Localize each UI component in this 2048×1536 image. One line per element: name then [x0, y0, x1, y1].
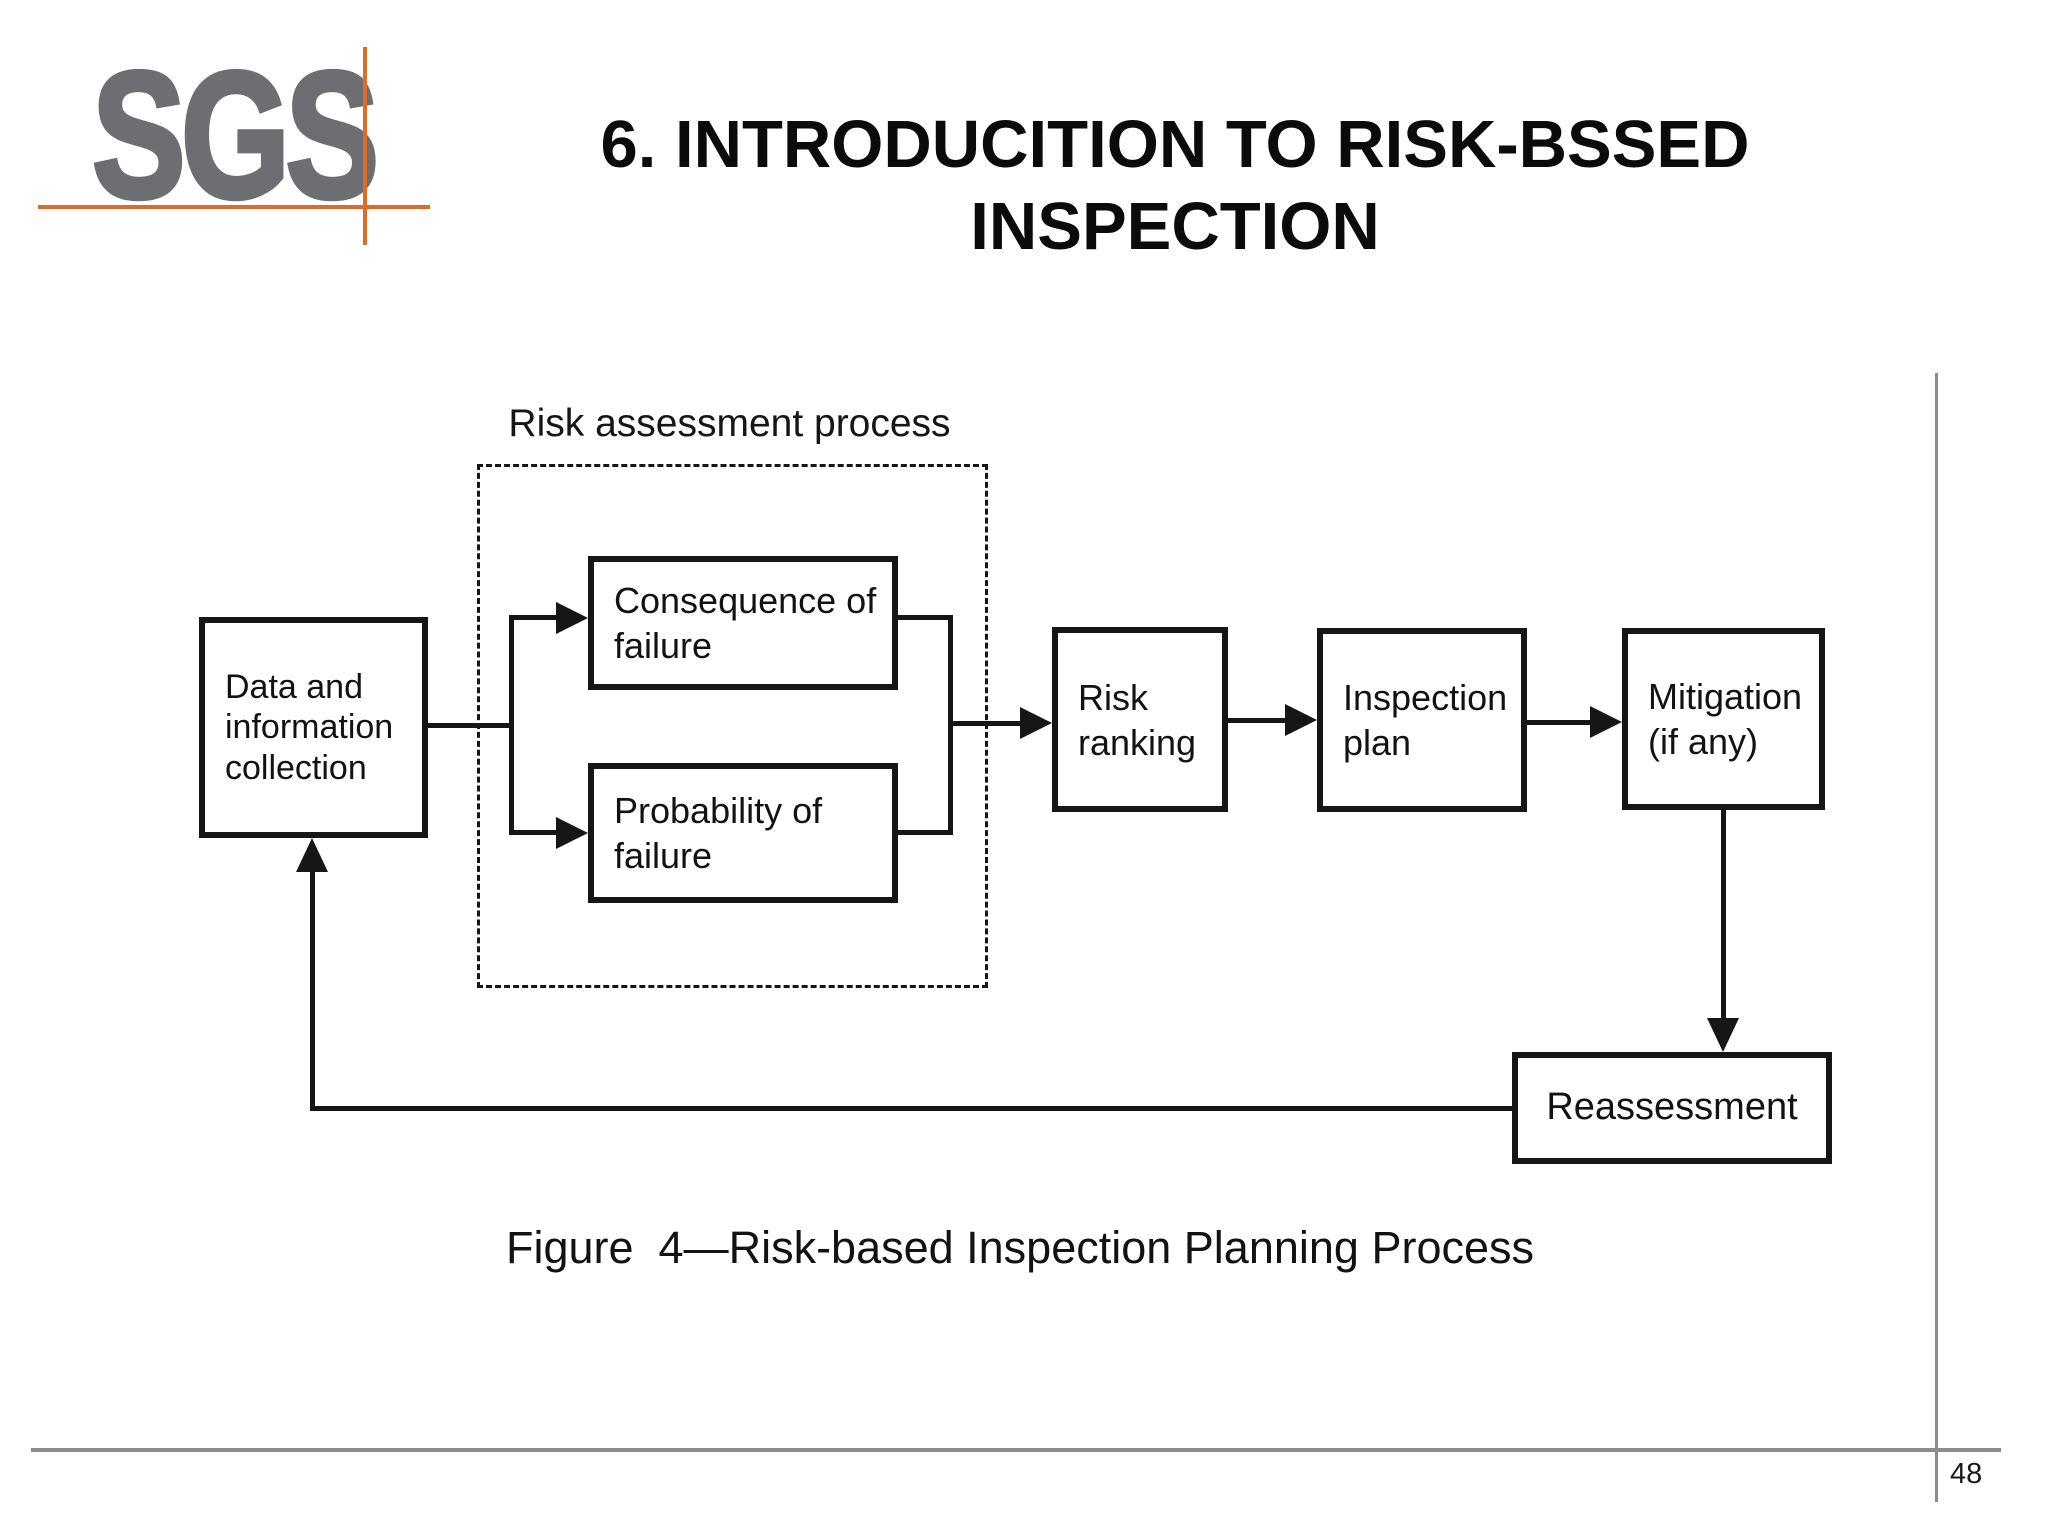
- right-border-rule: [1935, 373, 1938, 1502]
- sgs-logo: SGS: [90, 35, 381, 236]
- logo-horizontal-rule: [38, 205, 430, 209]
- node-reassessment: Reassessment: [1512, 1052, 1832, 1164]
- connector-inspection-to-mitigation: [1527, 720, 1593, 725]
- connector-branch-to-consequence: [509, 615, 560, 620]
- node-label-line: Inspection: [1343, 677, 1508, 718]
- page-number: 48: [1950, 1458, 1983, 1490]
- connector-consequence-out: [898, 615, 953, 620]
- arrowhead-into-inspection-plan: [1285, 704, 1317, 736]
- connector-data-to-branch: [428, 723, 514, 728]
- node-label-line: plan: [1343, 722, 1412, 763]
- node-label-line: Probability of: [614, 790, 823, 831]
- node-label-line: failure: [614, 625, 713, 666]
- connector-feedback-horizontal: [310, 1106, 1512, 1111]
- node-risk-ranking: Risk ranking: [1052, 627, 1228, 812]
- figure-caption: Figure 4—Risk-based Inspection Planning …: [505, 1222, 1534, 1273]
- arrowhead-into-probability: [556, 817, 588, 849]
- arrowhead-into-risk-ranking: [1020, 707, 1052, 739]
- node-data-and-information-collection: Data and information collection: [199, 617, 428, 838]
- node-label-line: collection: [225, 748, 367, 787]
- slide-title: 6. INTRODUCITION TO RISK-BSSED INSPECTIO…: [500, 104, 1850, 269]
- node-consequence-of-failure: Consequence of failure: [588, 556, 898, 690]
- connector-branch-vertical: [509, 615, 514, 835]
- node-label-line: Data and: [225, 668, 363, 707]
- node-label-line: Mitigation: [1648, 676, 1803, 717]
- node-label-line: failure: [614, 835, 713, 876]
- slide-title-line-2: INSPECTION: [970, 189, 1380, 265]
- node-label-line: (if any): [1648, 721, 1759, 762]
- node-label-line: Consequence of: [614, 580, 877, 621]
- node-mitigation-if-any: Mitigation (if any): [1622, 628, 1825, 810]
- risk-assessment-group-label: Risk assessment process: [508, 402, 951, 445]
- bottom-border-rule: [31, 1448, 2001, 1452]
- connector-feedback-vertical: [310, 872, 315, 1111]
- node-label-line: ranking: [1078, 721, 1197, 763]
- node-label-line: Risk: [1078, 676, 1148, 718]
- node-inspection-plan: Inspection plan: [1317, 628, 1527, 812]
- node-probability-of-failure: Probability of failure: [588, 763, 898, 903]
- connector-to-risk-ranking: [948, 721, 1024, 726]
- arrowhead-into-data-collection: [296, 838, 328, 872]
- connector-branch-to-probability: [509, 830, 560, 835]
- connector-risk-to-inspection: [1228, 718, 1288, 723]
- arrowhead-into-consequence: [556, 602, 588, 634]
- logo-vertical-rule: [363, 47, 367, 245]
- slide-title-line-1: 6. INTRODUCITION TO RISK-BSSED: [600, 107, 1750, 182]
- connector-mitigation-down: [1721, 808, 1726, 1018]
- arrowhead-into-mitigation: [1590, 706, 1622, 738]
- connector-probability-out: [898, 830, 953, 835]
- node-label-line: Reassessment: [1546, 1086, 1798, 1129]
- node-label-line: information: [225, 708, 394, 747]
- arrowhead-into-reassessment: [1707, 1018, 1739, 1052]
- risk-assessment-group-box: [477, 464, 988, 988]
